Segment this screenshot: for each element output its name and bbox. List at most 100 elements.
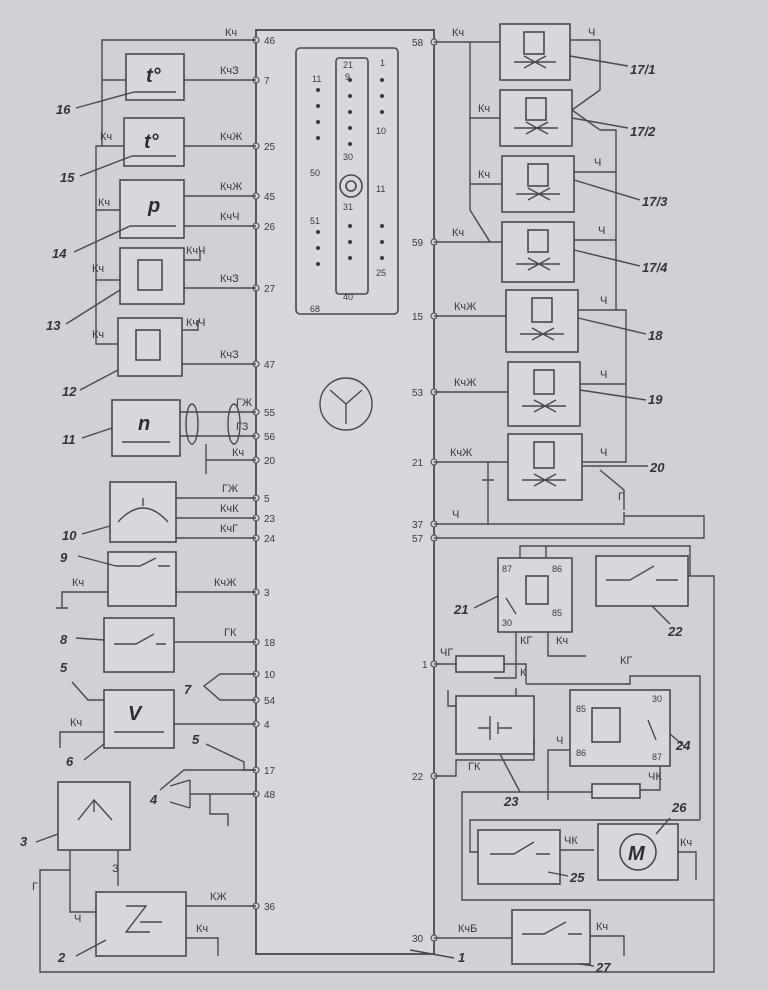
wire-label-5: ГЖ	[222, 483, 238, 495]
wire-46	[101, 39, 256, 124]
temp-symbol-15: t°	[144, 131, 160, 153]
label-3: 3	[20, 834, 28, 849]
temp-symbol-16: t°	[146, 65, 162, 87]
wire-label-21-kch: Кч	[556, 635, 568, 647]
label-23: 23	[503, 794, 519, 809]
module-3	[57, 781, 131, 851]
label-13: 13	[46, 318, 61, 333]
label-7: 7	[184, 682, 192, 697]
relay-24-pin-85: 85	[576, 704, 586, 714]
wire-label-45: КчЖ	[220, 181, 242, 193]
battery-23	[455, 695, 535, 755]
label-2: 2	[57, 950, 66, 965]
wire-label-18-ch: Ч	[600, 295, 607, 307]
pin-7: 7	[264, 76, 270, 87]
label-27: 27	[595, 960, 611, 975]
pin-25: 25	[264, 142, 276, 153]
wire-label-2-kch: Кч	[196, 923, 208, 935]
conn-label-50: 50	[310, 168, 320, 178]
label-11: 11	[62, 432, 76, 447]
switch-8	[103, 617, 175, 673]
conn-label-1: 1	[380, 58, 385, 68]
pin-30: 30	[412, 934, 424, 945]
label-18: 18	[648, 328, 663, 343]
pin-22: 22	[412, 772, 424, 783]
pin-20: 20	[264, 456, 276, 467]
shield-left	[185, 403, 199, 445]
label-9: 9	[60, 550, 68, 565]
wire-label-kch-15: Кч	[100, 131, 112, 143]
label-5-lower: 5	[192, 732, 200, 747]
conn-label-21: 21	[343, 60, 353, 70]
pin-53: 53	[412, 388, 424, 399]
pin-36: 36	[264, 902, 276, 913]
fuse-2	[591, 783, 641, 799]
wire-label-47: КчЗ	[220, 349, 239, 361]
wire-label-56: ГЗ	[236, 421, 249, 433]
connector-7	[202, 673, 256, 701]
wire-label-59: Кч	[452, 227, 464, 239]
module-2	[95, 891, 187, 957]
pin-21: 21	[412, 458, 424, 469]
pin-17: 17	[264, 766, 276, 777]
pin-56: 56	[264, 432, 276, 443]
outer-return	[39, 869, 715, 973]
pin-15: 15	[412, 312, 424, 323]
wire-label-3-g: Г	[32, 881, 38, 893]
wire-label-17-2-kch: Кч	[478, 103, 490, 115]
pin-37: 37	[412, 520, 424, 531]
pin-54: 54	[264, 696, 276, 707]
wire-label-17-3-ch: Ч	[594, 157, 601, 169]
conn-label-68: 68	[310, 304, 320, 314]
connector-hub-inner	[345, 180, 357, 192]
pin-47: 47	[264, 360, 276, 371]
pin-24: 24	[264, 534, 276, 545]
wire-label-chg: ЧГ	[440, 647, 453, 659]
wire-label-23: КчК	[220, 503, 239, 515]
pin-26: 26	[264, 222, 276, 233]
pin-58: 58	[412, 38, 424, 49]
label-17-3: 17/3	[642, 194, 668, 209]
relay-21-pin-30: 30	[502, 618, 512, 628]
relay-21-pin-87: 87	[502, 564, 512, 574]
sensor-14-pressure	[119, 179, 185, 239]
module-13	[119, 247, 185, 305]
shield-right	[227, 403, 241, 445]
pin-18: 18	[264, 638, 276, 649]
switch-25	[477, 829, 561, 885]
wire-label-58: Кч	[452, 27, 464, 39]
wire-label-7: КчЗ	[220, 65, 239, 77]
wire-37	[434, 512, 705, 539]
pin-3: 3	[264, 588, 270, 599]
label-1: 1	[458, 950, 465, 965]
label-12: 12	[62, 384, 77, 399]
ecu-pins-right	[430, 38, 438, 942]
wire-label-19-ch: Ч	[600, 369, 607, 381]
wire-label-21-kg: КГ	[520, 635, 532, 647]
wire-label-13: КчЧ	[186, 245, 205, 257]
gauge-arc	[117, 507, 169, 523]
label-17-2: 17/2	[630, 124, 656, 139]
motor-circle	[619, 833, 657, 871]
label-17-4: 17/4	[642, 260, 668, 275]
wire-label-25: КчЖ	[220, 131, 242, 143]
switch-9	[107, 551, 177, 607]
wire-label-15: КчЖ	[454, 301, 476, 313]
pin-46: 46	[264, 36, 276, 47]
wire-label-3-z: З	[112, 863, 119, 875]
pin-23: 23	[264, 514, 276, 525]
relay-21-pin-86: 86	[552, 564, 562, 574]
label-16: 16	[56, 102, 71, 117]
conn-label-11: 11	[312, 74, 321, 84]
relay-24-pin-86: 86	[576, 748, 586, 758]
wire-label-27-kch: Кч	[596, 921, 608, 933]
wire-label-kch-13: Кч	[92, 263, 104, 275]
wire-label-21: КчЖ	[450, 447, 472, 459]
wire-label-25-chk: ЧК	[564, 835, 578, 847]
pin-48: 48	[264, 790, 276, 801]
conn-label-11b: 11	[376, 184, 385, 194]
relay-24-pin-30: 30	[652, 694, 662, 704]
wire-label-55: ГЖ	[236, 397, 252, 409]
pin-27: 27	[264, 284, 276, 295]
